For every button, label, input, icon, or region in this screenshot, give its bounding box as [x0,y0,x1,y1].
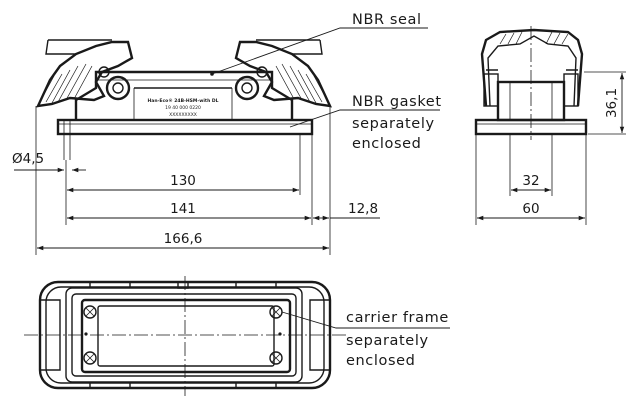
dim-hole-diameter: Ø4,5 [12,151,44,167]
nbr-seal-label: NBR seal [352,12,422,28]
side-view [474,26,588,140]
nbr-seal-callout: NBR seal [211,12,428,75]
front-view: Han-Eco® 24B-HSM-with DL 19 40 000 0220 … [35,39,333,160]
enclosed-label-1: enclosed [352,136,421,152]
side-lever [480,28,584,107]
marking-line1: Han-Eco® 24B-HSM-with DL [148,98,219,104]
separately-label-1: separately [352,116,435,132]
base-plate [56,118,314,136]
marking-line3: XXXXXXXXX [169,112,197,118]
front-dimensions: Ø4,5 130 141 12,8 166,6 [12,106,380,255]
dim-166-6: 166,6 [164,231,203,247]
carrier-frame [80,298,292,374]
nbr-gasket-label: NBR gasket [352,94,442,110]
right-pivot-outer [234,75,260,101]
left-pivot-outer [105,75,131,101]
side-dimensions: 36,1 32 60 [475,71,626,225]
dim-36-1: 36,1 [604,88,620,118]
dim-141: 141 [170,201,196,217]
marking-line2: 19 40 000 0220 [165,105,201,111]
carrier-frame-label: carrier frame [346,310,449,326]
left-locking-lever [35,40,134,108]
dim-130: 130 [170,173,196,189]
top-view [24,276,346,396]
dim-60: 60 [522,201,539,217]
left-pivot-inner [112,82,124,94]
corner-screws [83,305,283,365]
dim-32: 32 [522,173,539,189]
separately-label-2: separately [346,333,429,349]
right-pivot-inner [241,82,253,94]
right-locking-lever [234,40,333,108]
nbr-gasket-callout: NBR gasket separately enclosed [289,94,442,152]
dim-12-8: 12,8 [348,201,378,217]
enclosed-label-2: enclosed [346,353,415,369]
carrier-frame-callout: carrier frame separately enclosed [281,310,450,369]
